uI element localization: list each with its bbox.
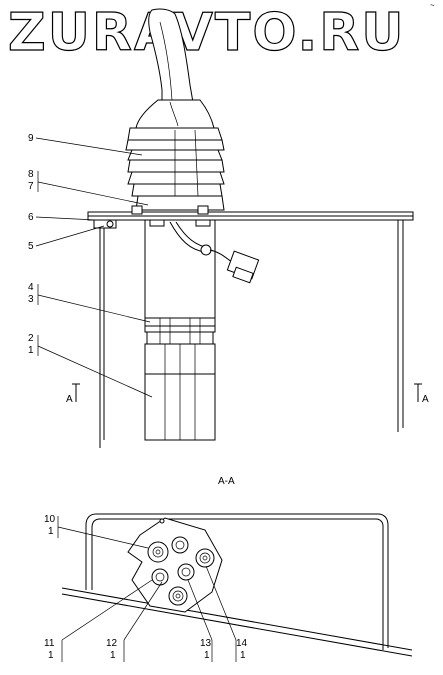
joystick-assembly — [87, 8, 414, 448]
section-view — [61, 513, 413, 657]
callout-10: 10 — [44, 514, 56, 525]
boot-collar — [135, 195, 225, 211]
section-marker-left: A — [66, 383, 80, 405]
leader-9 — [35, 137, 143, 156]
base-edge-bottom — [61, 593, 413, 657]
callout-14: 14 — [236, 638, 248, 649]
callout-6: 6 — [28, 212, 34, 223]
callout-12-qty: 1 — [110, 650, 116, 661]
leader-11 — [61, 579, 153, 641]
leader-14 — [205, 565, 237, 641]
housing-clip-right — [195, 219, 211, 227]
coupling-rings — [144, 317, 216, 345]
leader-13 — [187, 579, 213, 641]
callout-5: 5 — [28, 241, 34, 252]
terminal-nuts — [147, 536, 215, 606]
base-edge-top — [61, 587, 413, 651]
callout-11-qty: 1 — [48, 650, 54, 661]
callout-13: 13 — [200, 638, 212, 649]
mounting-panel — [87, 205, 414, 448]
callouts-lower: 10 1 11 1 12 1 13 1 14 1 — [44, 514, 248, 662]
section-marker-right: A — [414, 383, 429, 405]
callout-12: 12 — [106, 638, 118, 649]
callout-1: 1 — [28, 345, 34, 356]
terminal-nut-4 — [151, 568, 169, 586]
leader-10 — [57, 526, 149, 549]
callout-13-qty: 1 — [204, 650, 210, 661]
callout-8: 8 — [28, 169, 34, 180]
section-title: A-A — [218, 476, 235, 487]
terminal-nut-3 — [195, 548, 215, 568]
housing-body — [144, 219, 216, 319]
leader-2-1 — [37, 345, 153, 398]
callout-2: 2 — [28, 333, 34, 344]
leader-6 — [35, 216, 97, 221]
leader-5 — [35, 225, 105, 247]
callout-14-qty: 1 — [240, 650, 246, 661]
leader-12 — [123, 581, 163, 641]
grip-top — [135, 99, 215, 129]
svg-text:A: A — [66, 394, 73, 405]
lower-tube — [144, 343, 216, 441]
lever-highlight — [159, 21, 173, 101]
leader-8-7 — [37, 181, 149, 206]
leader-4-3 — [37, 294, 151, 323]
frame-inner — [91, 518, 384, 650]
callouts-upper: 9 8 7 6 5 4 3 2 1 — [28, 133, 153, 398]
cable-connector — [169, 221, 260, 284]
grip-line — [169, 101, 179, 127]
terminal-nut-1 — [147, 541, 169, 563]
callout-10-qty: 1 — [48, 526, 54, 537]
callout-3: 3 — [28, 294, 34, 305]
callout-4: 4 — [28, 282, 34, 293]
plate-pin-top — [159, 518, 165, 524]
terminal-nut-2 — [171, 536, 189, 554]
frame-outline — [85, 513, 389, 648]
housing-clip-left — [149, 219, 165, 227]
svg-text:A: A — [422, 394, 429, 405]
callout-9: 9 — [28, 133, 34, 144]
terminal-nut-6 — [168, 586, 188, 606]
watermark-text: ZURAVTO.RU — [8, 3, 405, 63]
connector-plate — [127, 517, 223, 613]
callout-11: 11 — [44, 638, 55, 649]
corner-mark: ~ — [430, 1, 435, 10]
terminal-nut-5 — [177, 563, 195, 581]
bellows-boot — [125, 127, 225, 197]
callout-7: 7 — [28, 181, 34, 192]
